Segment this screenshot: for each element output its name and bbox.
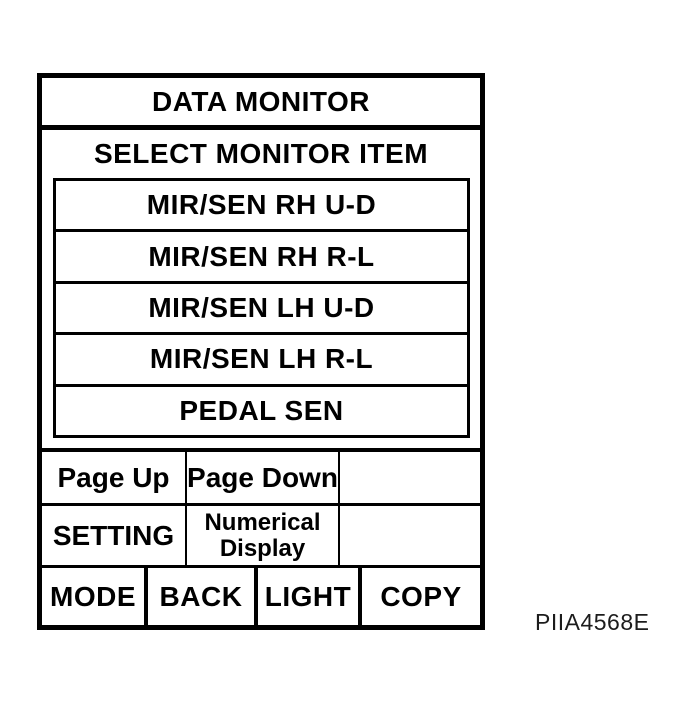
data-monitor-screen: DATA MONITOR SELECT MONITOR ITEM MIR/SEN…: [37, 73, 485, 630]
numerical-display-button[interactable]: Numerical Display: [187, 506, 340, 565]
function-row: SETTING Numerical Display: [42, 506, 480, 568]
monitor-item-mir-sen-rh-u-d[interactable]: MIR/SEN RH U-D: [56, 181, 467, 233]
function-row-empty-cell: [340, 506, 480, 565]
light-button[interactable]: LIGHT: [258, 568, 362, 625]
monitor-item-mir-sen-lh-u-d[interactable]: MIR/SEN LH U-D: [56, 284, 467, 336]
bottom-button-row: MODE BACK LIGHT COPY: [42, 568, 480, 625]
back-button[interactable]: BACK: [148, 568, 258, 625]
monitor-item-pedal-sen[interactable]: PEDAL SEN: [179, 394, 344, 426]
copy-button[interactable]: COPY: [380, 580, 462, 612]
screen-title: DATA MONITOR: [42, 78, 480, 130]
page-nav-row: Page Up Page Down: [42, 452, 480, 506]
page-nav-empty-cell: [340, 452, 480, 503]
select-monitor-item-title: SELECT MONITOR ITEM: [93, 138, 429, 169]
monitor-item-list: MIR/SEN RH U-D MIR/SEN RH R-L MIR/SEN LH…: [53, 178, 470, 438]
mode-button[interactable]: MODE: [42, 568, 148, 625]
page-down-button[interactable]: Page Down: [187, 452, 340, 503]
monitor-item-mir-sen-lh-r-l[interactable]: MIR/SEN LH R-L: [56, 335, 467, 387]
figure-id: PIIA4568E: [535, 609, 650, 635]
select-monitor-section: SELECT MONITOR ITEM MIR/SEN RH U-D MIR/S…: [42, 130, 480, 452]
monitor-item-mir-sen-rh-r-l[interactable]: MIR/SEN RH R-L: [56, 232, 467, 284]
setting-button[interactable]: SETTING: [42, 506, 187, 565]
page-up-button[interactable]: Page Up: [42, 452, 187, 503]
